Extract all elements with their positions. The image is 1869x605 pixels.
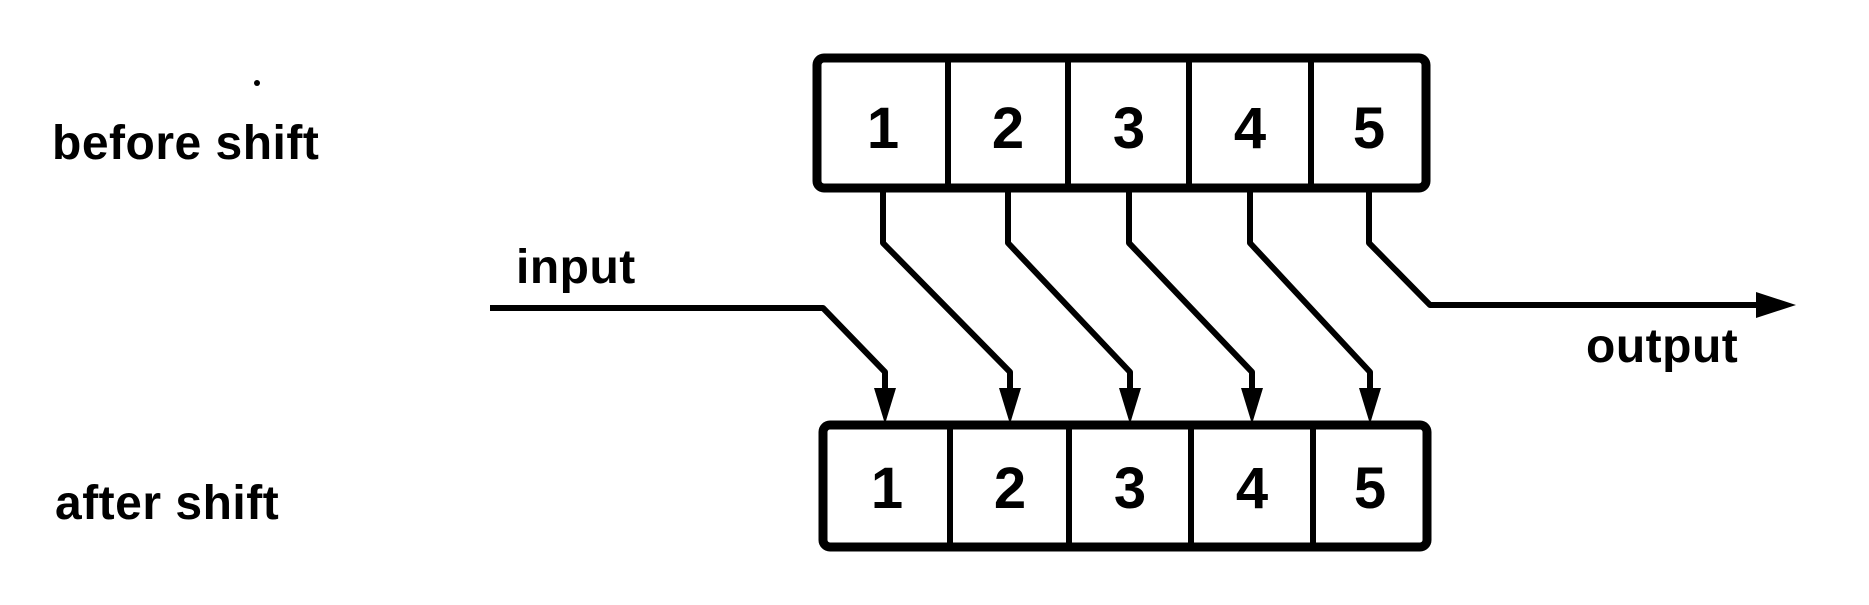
before-cell-1-value: 1 [867, 96, 899, 161]
input-label: input [516, 241, 636, 294]
before-cell-3-value: 3 [1113, 96, 1145, 161]
before-cell-5-value: 5 [1353, 96, 1385, 161]
shift-arrow-3-to-4 [1126, 186, 1263, 424]
input-arrowhead-icon [874, 388, 896, 424]
before-cell-2-value: 2 [992, 96, 1024, 161]
shift-arrow-3-line [1126, 186, 1255, 392]
after-cell-5-value: 5 [1354, 456, 1386, 521]
output-arrow-line [1366, 186, 1760, 308]
after-cell-4-value: 4 [1236, 456, 1268, 521]
output-arrow [1366, 186, 1796, 318]
before-shift-label: before shift [52, 117, 319, 170]
after-cell-1-value: 1 [871, 456, 903, 521]
shift-arrow-1-arrowhead-icon [999, 388, 1021, 424]
shift-arrow-2-arrowhead-icon [1119, 388, 1141, 424]
after-shift-register: 1 2 3 4 5 [818, 420, 1432, 552]
shift-arrow-2-to-3 [1005, 186, 1141, 424]
shift-arrow-1-to-2 [880, 186, 1021, 424]
before-register-outline [812, 53, 1431, 193]
before-shift-register: 1 2 3 4 5 [812, 53, 1431, 193]
input-arrow [490, 305, 896, 424]
shift-arrow-4-to-5 [1247, 186, 1381, 424]
output-arrowhead-icon [1756, 292, 1796, 318]
shift-arrow-4-arrowhead-icon [1359, 388, 1381, 424]
shift-arrow-3-arrowhead-icon [1241, 388, 1263, 424]
after-shift-label: after shift [55, 477, 279, 530]
shift-arrow-1-line [880, 186, 1013, 392]
after-cell-3-value: 3 [1114, 456, 1146, 521]
after-register-outline [818, 420, 1432, 552]
input-arrow-line [490, 305, 888, 392]
before-cell-4-value: 4 [1234, 96, 1266, 161]
shift-arrow-2-line [1005, 186, 1133, 392]
output-label: output [1586, 320, 1738, 373]
shift-arrow-4-line [1247, 186, 1373, 392]
after-cell-2-value: 2 [994, 456, 1026, 521]
scan-speck-dot [254, 80, 260, 86]
